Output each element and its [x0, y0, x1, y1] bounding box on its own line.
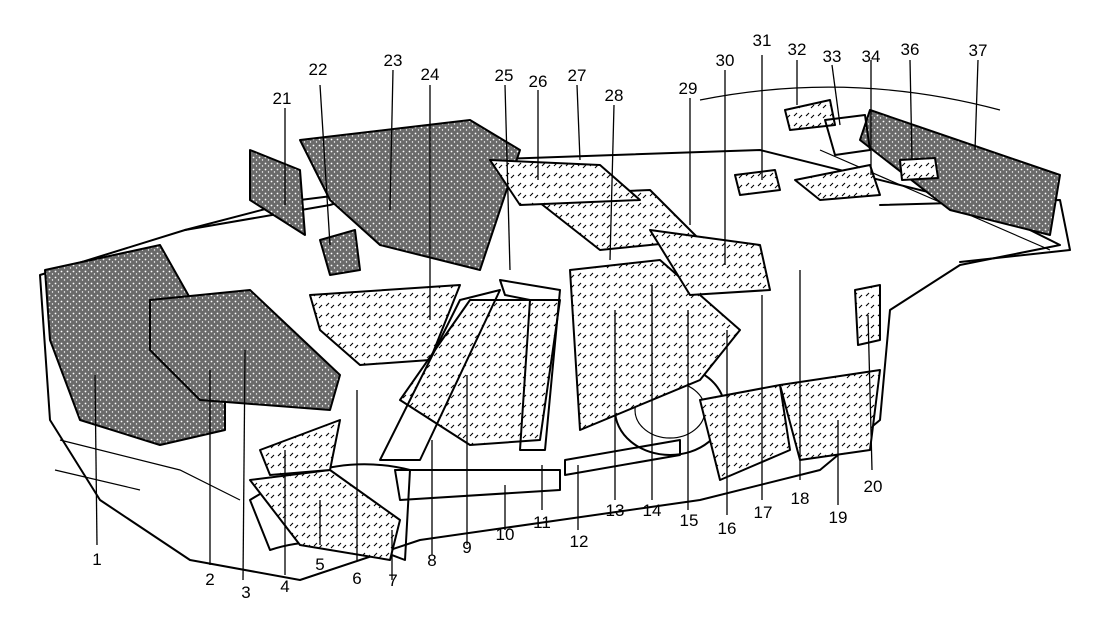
callout-labels: 1 2 3 4 5 6 7 8 9 10 11 12 13 14 15 16 1…	[92, 31, 987, 602]
callout-8: 8	[427, 551, 436, 570]
callout-33: 33	[823, 47, 842, 66]
callout-2: 2	[205, 570, 214, 589]
callout-14: 14	[643, 501, 662, 520]
callout-36: 36	[901, 40, 920, 59]
callout-22: 22	[309, 60, 328, 79]
callout-32: 32	[788, 40, 807, 59]
callout-23: 23	[384, 51, 403, 70]
callout-21: 21	[273, 89, 292, 108]
callout-18: 18	[791, 489, 810, 508]
callout-28: 28	[605, 86, 624, 105]
trunk-hinge	[824, 114, 871, 156]
trunk-clip	[784, 99, 836, 131]
callout-29: 29	[679, 79, 698, 98]
callout-20: 20	[864, 477, 883, 496]
rear-quarter-panel-mat	[699, 384, 791, 481]
rear-floor-mat	[569, 259, 741, 431]
trunk-lid-insulation	[859, 109, 1061, 236]
visor-bracket	[319, 229, 361, 276]
hood-insulation-pad	[44, 244, 226, 446]
centre-floor-mat	[399, 299, 561, 446]
a-pillar-trim	[379, 289, 501, 461]
side-pad	[854, 284, 881, 346]
callout-16: 16	[718, 519, 737, 538]
door-sill-left	[394, 469, 561, 501]
callout-24: 24	[421, 65, 440, 84]
callout-10: 10	[496, 525, 515, 544]
callout-30: 30	[716, 51, 735, 70]
trunk-bracket	[794, 164, 881, 201]
callout-12: 12	[570, 532, 589, 551]
trunk-corner-pad	[899, 157, 939, 181]
callout-34: 34	[862, 47, 881, 66]
sun-visor	[249, 149, 306, 236]
callout-31: 31	[753, 31, 772, 50]
callout-1: 1	[92, 550, 101, 569]
callout-11: 11	[533, 513, 551, 532]
callout-37: 37	[969, 41, 988, 60]
callout-25: 25	[495, 66, 514, 85]
callout-5: 5	[315, 555, 324, 574]
front-fender-liner	[249, 469, 401, 561]
callout-9: 9	[462, 538, 471, 557]
rear-wheelhouse-mat	[779, 369, 881, 461]
callout-4: 4	[280, 577, 289, 596]
callout-3: 3	[241, 583, 250, 602]
roof-headliner	[299, 119, 521, 271]
callout-15: 15	[680, 511, 699, 530]
b-pillar-trim	[499, 279, 561, 451]
front-floor-mat	[309, 284, 461, 366]
trunk-small-pad	[734, 169, 781, 196]
callout-19: 19	[829, 508, 848, 527]
callout-26: 26	[529, 72, 548, 91]
callout-7: 7	[388, 571, 397, 590]
door-sill-right	[564, 439, 681, 476]
callout-27: 27	[568, 66, 587, 85]
leader-lines	[94, 55, 979, 581]
callout-6: 6	[352, 569, 361, 588]
rear-seat-back-mat	[649, 229, 771, 296]
front-splash-shield	[259, 419, 341, 476]
callout-17: 17	[754, 503, 773, 522]
callout-13: 13	[606, 501, 625, 520]
parcel-shelf-mat	[489, 159, 641, 206]
